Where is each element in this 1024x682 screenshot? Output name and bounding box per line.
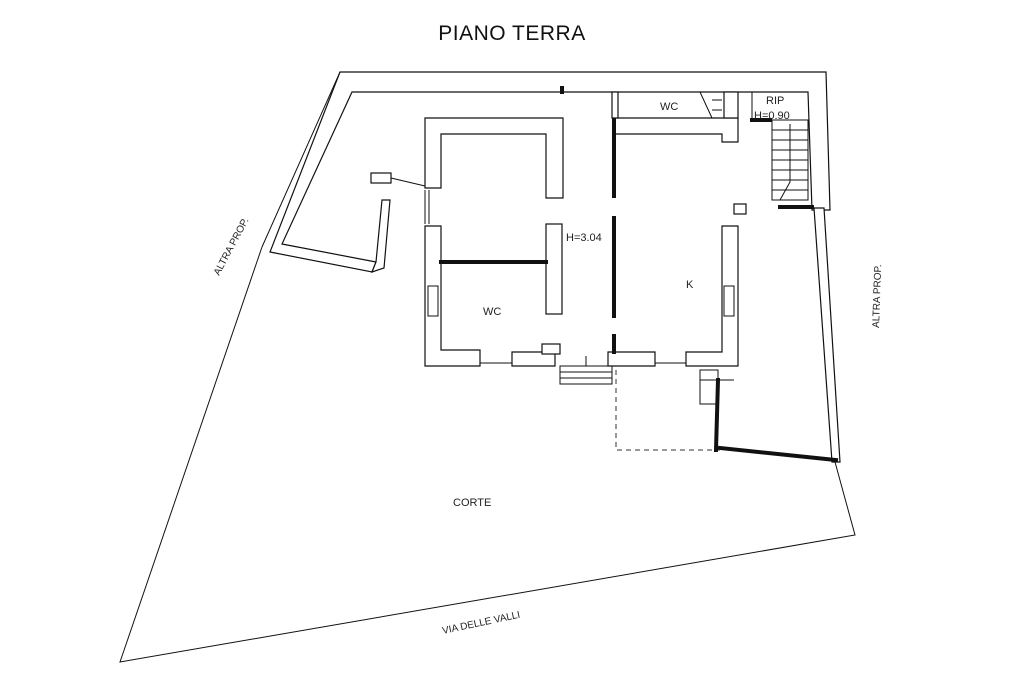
label-rip-height: H=0.90 [754, 110, 790, 122]
label-wc-left: WC [483, 306, 501, 318]
perimeter-wall [269, 71, 831, 273]
property-boundary [119, 71, 856, 663]
label-height-main: H=3.04 [566, 232, 602, 244]
label-street: VIA DELLE VALLI [441, 610, 521, 637]
plan-title: PIANO TERRA [438, 22, 586, 45]
label-corte: CORTE [453, 497, 491, 509]
annex [615, 369, 734, 453]
interior-walls [439, 86, 753, 354]
label-altra-prop-right: ALTRA PROP. [871, 264, 884, 328]
label-kitchen: K [686, 279, 694, 291]
label-wc-top: WC [660, 101, 678, 113]
east-wall [717, 205, 841, 463]
entrance-steps [541, 343, 613, 385]
windows [424, 190, 735, 364]
stairs [750, 118, 809, 201]
label-altra-prop-left: ALTRA PROP. [212, 216, 252, 277]
house-walls [424, 117, 747, 367]
label-rip: RIP [766, 95, 784, 107]
